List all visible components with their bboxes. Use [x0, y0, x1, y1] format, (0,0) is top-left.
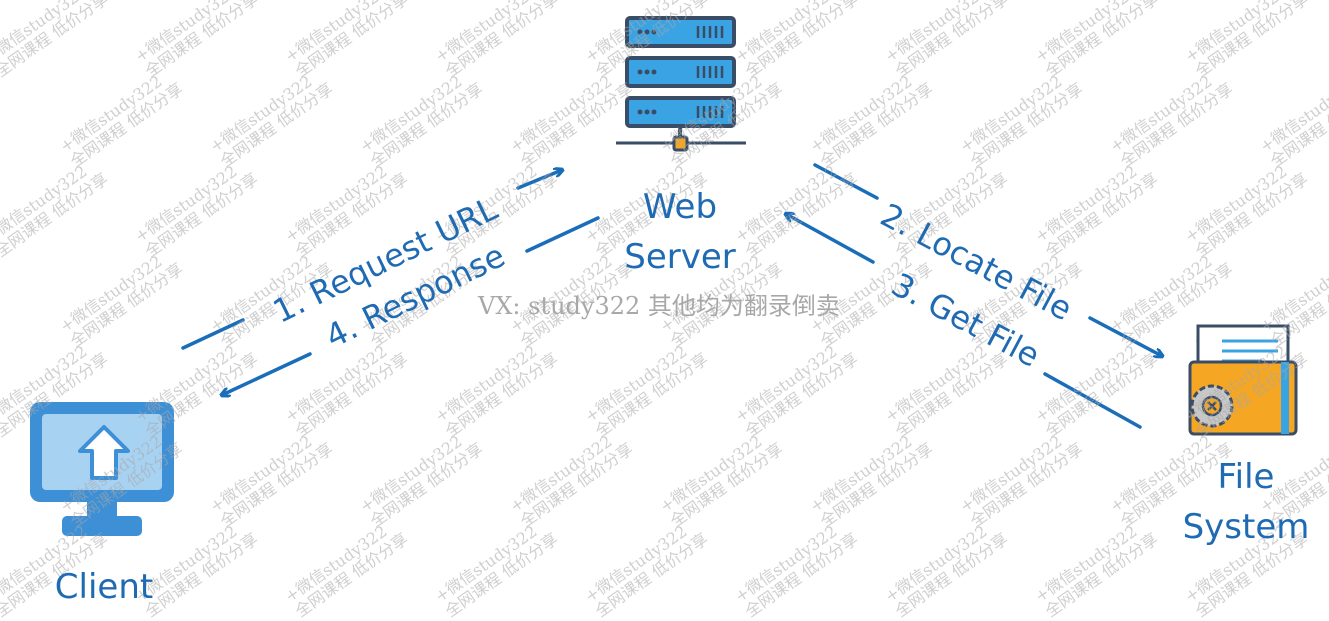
file-system-label-line1: File — [1217, 457, 1275, 497]
file-system-label: File System — [1166, 452, 1326, 552]
request-arrow-head — [516, 170, 562, 190]
watermark-center-text: VX: study322 其他均为翻录倒卖 — [478, 292, 840, 320]
response-arrow-tail — [525, 216, 600, 253]
file-system-icon — [1188, 324, 1298, 436]
web-server-label: Web Server — [600, 182, 760, 282]
file-system-label-line2: System — [1182, 507, 1310, 547]
response-arrow-head — [222, 352, 312, 395]
get-arrow-tail — [1043, 372, 1142, 429]
web-server-icon — [616, 16, 746, 152]
web-server-label-line1: Web — [642, 187, 718, 227]
locate-arrow-tail — [813, 163, 879, 200]
client-label-text: Client — [54, 567, 154, 607]
get-arrow-head — [786, 214, 875, 264]
locate-arrow-head — [1088, 316, 1162, 356]
diagram-canvas — [30, 16, 1298, 536]
client-label: Client — [24, 562, 184, 612]
request-arrow-tail — [181, 318, 245, 350]
client-monitor-icon — [30, 402, 174, 536]
web-server-label-line2: Server — [624, 237, 736, 277]
